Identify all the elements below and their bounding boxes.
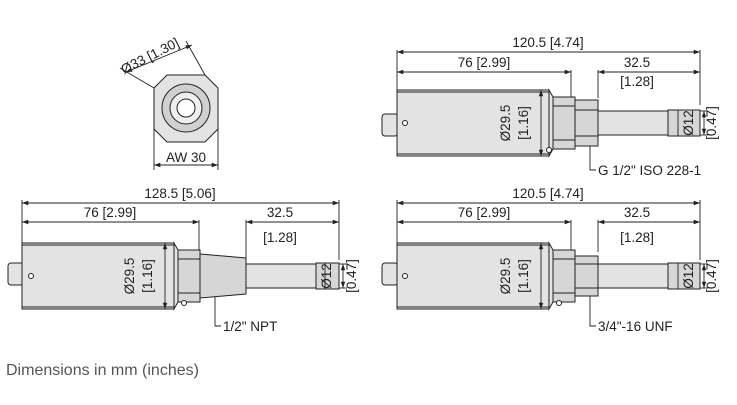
unf-housing [396, 242, 550, 310]
unf-probe [597, 263, 669, 289]
npt-probe-length-in: [1.28] [263, 230, 297, 245]
npt-housing [21, 242, 175, 310]
npt-hex-nut [177, 249, 201, 303]
iso-hex-nut [552, 96, 576, 150]
npt-thread-label: 1/2" NPT [223, 319, 277, 334]
npt-variant: 128.5 [5.06] 76 [2.99] 32.5 [1.28] Ø29.5… [7, 186, 359, 334]
top-diameter-label: Ø33 [1.30] [118, 35, 181, 77]
npt-probe-tip [315, 262, 340, 290]
iso-taper [548, 88, 554, 158]
unf-body-dia-mm: Ø29.5 [498, 258, 513, 295]
npt-probe-dia-in: [0.47] [344, 259, 359, 293]
unf-probe-dia-in: [0.47] [704, 259, 719, 293]
npt-probe [245, 263, 317, 289]
iso-probe-length-mm: 32.5 [624, 55, 650, 70]
unf-thread [574, 255, 599, 297]
dimension-drawing: Ø33 [1.30] AW 30 120.5 [4.74] 76 [2.99] … [7, 35, 719, 334]
npt-overall-length: 128.5 [5.06] [144, 186, 215, 201]
npt-probe-length-mm: 32.5 [267, 205, 293, 220]
unf-cable-plug [381, 262, 399, 286]
iso-overall-length: 120.5 [4.74] [512, 35, 583, 50]
iso-body-length: 76 [2.99] [458, 55, 511, 70]
unf-overall-length: 120.5 [4.74] [512, 186, 583, 201]
unf-hex-nut [552, 249, 576, 303]
unf-probe-dia-mm: Ø12 [681, 263, 696, 289]
nut-bore-center [176, 98, 196, 118]
iso-body-dia-mm: Ø29.5 [498, 105, 513, 142]
iso-housing [396, 89, 550, 157]
iso-variant: 120.5 [4.74] 76 [2.99] 32.5 [1.28] Ø29.5… [381, 35, 719, 178]
npt-probe-dia-mm: Ø12 [319, 263, 334, 289]
npt-body-dia-in: [1.16] [140, 259, 155, 293]
iso-thread [574, 99, 599, 147]
unf-body-dia-in: [1.16] [516, 259, 531, 293]
unf-taper [548, 241, 554, 311]
iso-body-dia-in: [1.16] [516, 106, 531, 140]
iso-probe-dia-mm: Ø12 [681, 110, 696, 136]
npt-taper [173, 241, 179, 311]
iso-thread-label: G 1/2" ISO 228-1 [598, 163, 701, 178]
top-view: Ø33 [1.30] AW 30 [118, 35, 219, 170]
iso-probe-tip [667, 109, 701, 137]
unf-probe-tip [667, 262, 701, 290]
iso-probe-dia-in: [0.47] [704, 106, 719, 140]
unf-probe-length-in: [1.28] [620, 230, 654, 245]
unf-variant: 120.5 [4.74] 76 [2.99] 32.5 [1.28] Ø29.5… [381, 186, 719, 334]
iso-cable-plug [381, 113, 399, 137]
unf-body-length: 76 [2.99] [458, 205, 511, 220]
iso-probe-length-in: [1.28] [620, 74, 654, 89]
wrench-size-label: AW 30 [166, 150, 206, 165]
npt-body-length: 76 [2.99] [84, 205, 137, 220]
iso-probe [597, 110, 669, 136]
npt-thread [199, 253, 247, 299]
unf-thread-label: 3/4"-16 UNF [598, 319, 673, 334]
unf-probe-length-mm: 32.5 [624, 205, 650, 220]
npt-body-dia-mm: Ø29.5 [122, 258, 137, 295]
dimensions-caption: Dimensions in mm (inches) [6, 362, 199, 379]
